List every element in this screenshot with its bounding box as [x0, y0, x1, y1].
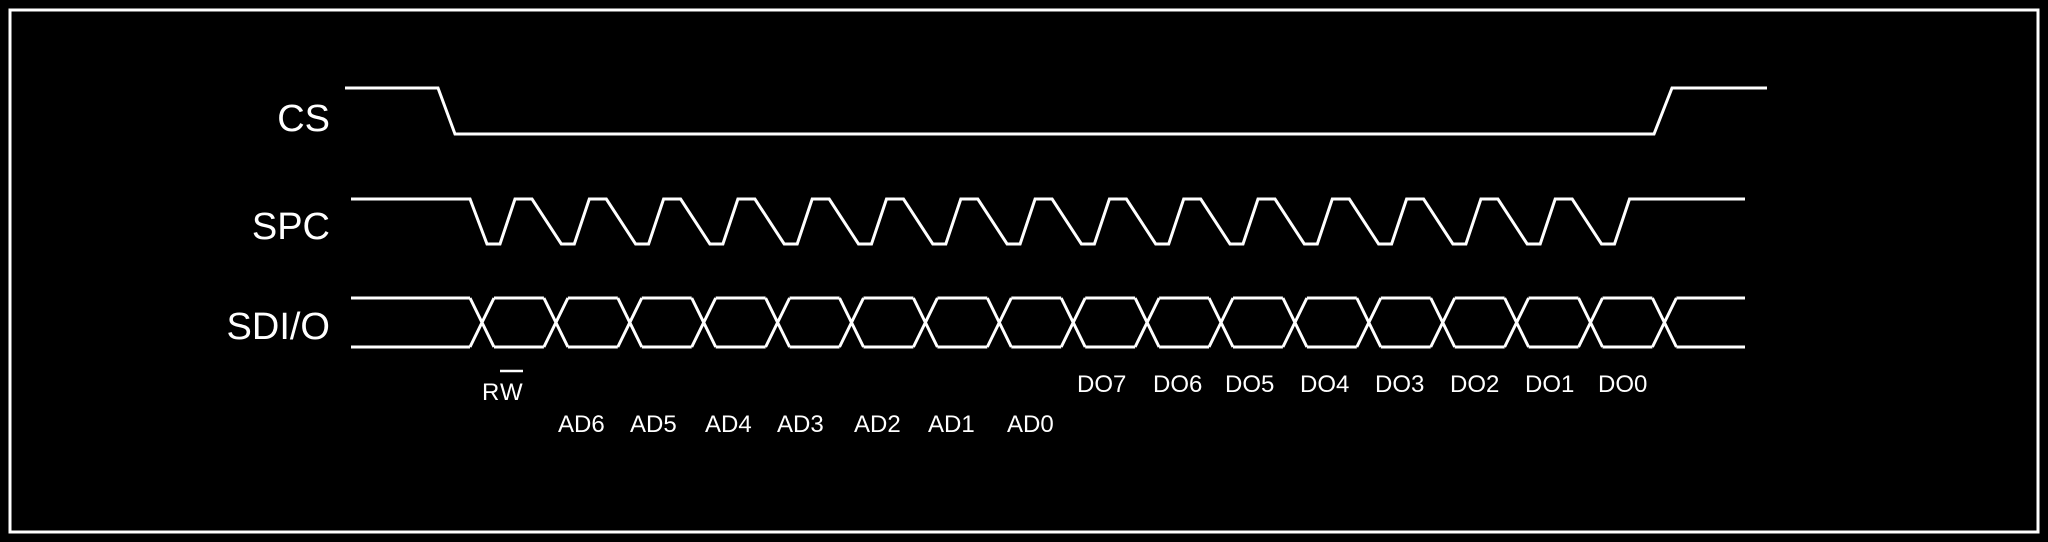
bit-label-ad1: AD1	[928, 411, 975, 438]
bit-label-do2: DO2	[1450, 371, 1499, 398]
sdio-bit-transition	[690, 297, 718, 348]
sdio-bit-transition	[764, 297, 791, 348]
bit-label-do0: DO0	[1598, 371, 1647, 398]
bit-label-ad4: AD4	[705, 411, 752, 438]
spc-waveform	[351, 197, 1745, 246]
bit-label-ad3: AD3	[777, 411, 824, 438]
sdio-bit-transition	[542, 297, 570, 348]
bit-label-do5: DO5	[1225, 371, 1274, 398]
sdio-bit-transition	[1207, 297, 1235, 348]
signal-label-cs: CS	[277, 98, 330, 140]
signal-label-spc: SPC	[252, 206, 330, 248]
bit-label-do3: DO3	[1375, 371, 1424, 398]
rw-bit-label: R W	[482, 369, 523, 406]
bit-label-do1: DO1	[1525, 371, 1574, 398]
bit-label-ad6: AD6	[558, 411, 605, 438]
sdio-bit-transition	[1429, 297, 1457, 348]
sdio-bit-transition	[1281, 297, 1309, 348]
bit-label-do4: DO4	[1300, 371, 1349, 398]
svg-text:W: W	[500, 379, 523, 406]
sdio-bit-transition	[1651, 297, 1678, 348]
sdio-bit-transition	[838, 297, 865, 348]
sdio-bit-transition	[1355, 297, 1383, 348]
data-bit-labels: DO7 DO6 DO5 DO4 DO3 DO2 DO1 DO0	[1077, 371, 1647, 398]
bit-label-do6: DO6	[1153, 371, 1202, 398]
bit-label-do7: DO7	[1077, 371, 1126, 398]
sdio-waveform	[351, 296, 1745, 349]
sdio-bit-transition	[468, 297, 496, 348]
sdio-bit-transition	[1503, 297, 1530, 348]
bit-label-ad5: AD5	[630, 411, 677, 438]
sdio-bit-transition	[985, 297, 1013, 348]
sdio-bit-transition	[1059, 297, 1087, 348]
sdio-bit-transition	[1133, 297, 1161, 348]
bit-label-ad2: AD2	[854, 411, 901, 438]
bit-label-ad0: AD0	[1007, 411, 1054, 438]
svg-text:R: R	[482, 379, 499, 406]
sdio-bit-transition	[912, 297, 939, 348]
sdio-bit-transition	[616, 297, 644, 348]
sdio-bit-transition	[1577, 297, 1604, 348]
address-bit-labels: AD6 AD5 AD4 AD3 AD2 AD1 AD0	[558, 411, 1054, 438]
cs-waveform	[345, 86, 1767, 136]
diagram-border	[8, 8, 2040, 534]
signal-label-sdio: SDI/O	[227, 306, 330, 348]
